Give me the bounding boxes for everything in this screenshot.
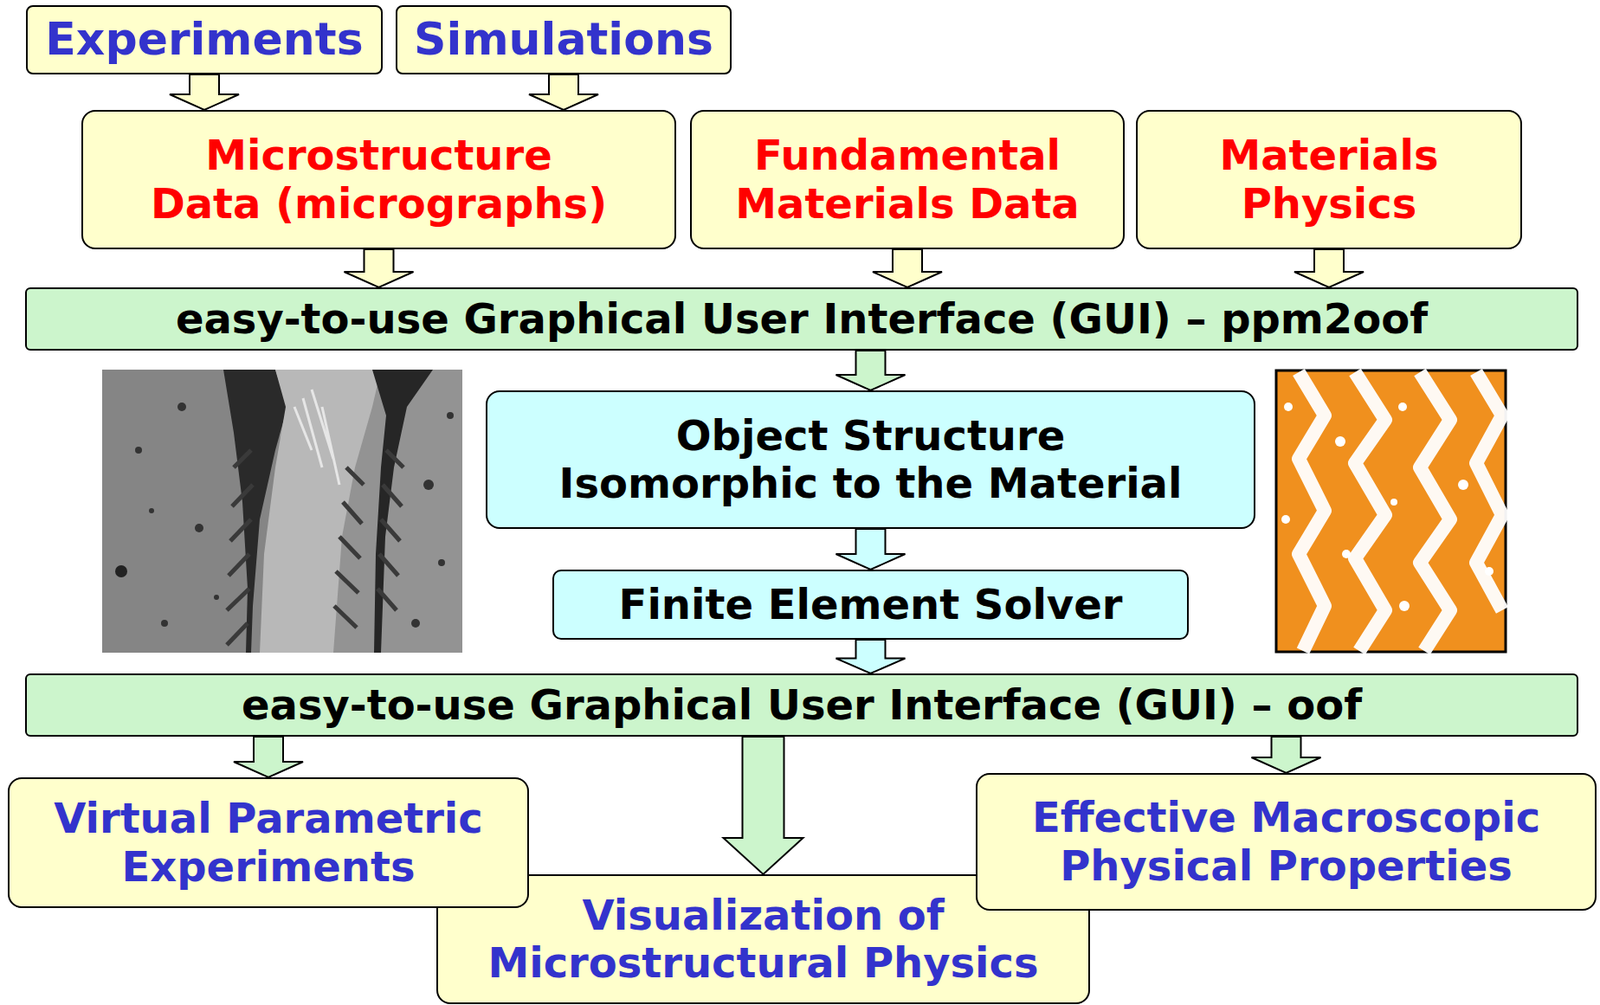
- block-arrow: [836, 639, 906, 674]
- box-label: Microstructure Data (micrographs): [93, 131, 665, 227]
- block-arrow: [169, 74, 239, 110]
- box-label: Fundamental Materials Data: [702, 131, 1113, 227]
- block-arrow: [344, 249, 414, 288]
- input-box: Fundamental Materials Data: [690, 109, 1125, 250]
- box-label: Virtual Parametric Experiments: [19, 794, 517, 891]
- box-label: Object Structure Isomorphic to the Mater…: [497, 412, 1244, 508]
- block-arrow: [872, 249, 942, 288]
- block-arrow: [1294, 249, 1364, 288]
- block-arrow: [723, 736, 804, 875]
- box-label: Simulations: [413, 13, 714, 66]
- block-arrow: [836, 350, 906, 391]
- output-box: Effective Macroscopic Physical Propertie…: [975, 773, 1597, 911]
- process-box: Object Structure Isomorphic to the Mater…: [485, 390, 1256, 530]
- box-label: Effective Macroscopic Physical Propertie…: [987, 793, 1585, 890]
- orange-pattern-image: [1276, 370, 1506, 652]
- box-label: easy-to-use Graphical User Interface (GU…: [175, 295, 1428, 343]
- micrograph-image: [102, 369, 463, 653]
- process-box: Finite Element Solver: [552, 569, 1189, 640]
- box-label: Materials Physics: [1148, 131, 1510, 227]
- input-box: Microstructure Data (micrographs): [81, 109, 677, 250]
- box-label: Experiments: [45, 13, 363, 66]
- block-arrow: [1251, 736, 1322, 774]
- source-box: Experiments: [25, 5, 383, 75]
- box-label: Finite Element Solver: [619, 580, 1123, 629]
- block-arrow: [836, 529, 906, 570]
- box-label: easy-to-use Graphical User Interface (GU…: [241, 681, 1362, 730]
- gui-band: easy-to-use Graphical User Interface (GU…: [25, 287, 1579, 351]
- block-arrow: [529, 74, 599, 110]
- block-arrow: [233, 736, 304, 778]
- output-box: Virtual Parametric Experiments: [7, 777, 530, 909]
- input-box: Materials Physics: [1135, 109, 1523, 250]
- source-box: Simulations: [395, 5, 732, 75]
- gui-band: easy-to-use Graphical User Interface (GU…: [25, 673, 1579, 737]
